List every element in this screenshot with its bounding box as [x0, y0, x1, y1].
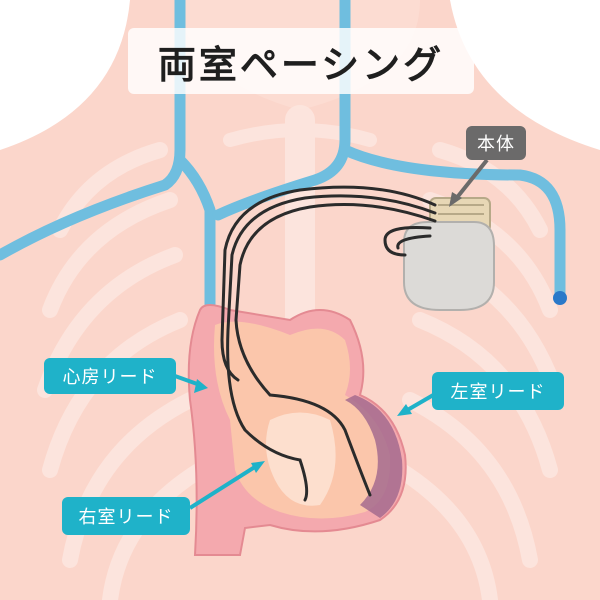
vein-end [553, 291, 567, 305]
left-ventricle-lead-label-text: 左室リード [450, 382, 546, 403]
left-ventricle-lead-label: 左室リード [432, 372, 564, 410]
right-ventricle-lead-label-text: 右室リード [78, 507, 174, 528]
pacing-leads [220, 185, 437, 502]
atrial-lead-label: 心房リード [44, 358, 176, 394]
veins [0, 0, 566, 326]
title-box: 両室ペーシング [128, 28, 474, 94]
pacemaker-device [403, 197, 495, 311]
label-pointers [174, 158, 489, 510]
right-ventricle-lead-label: 右室リード [62, 497, 190, 535]
device-label-text: 本体 [477, 134, 515, 155]
atrial-lead-label-text: 心房リード [62, 367, 158, 388]
device-label: 本体 [466, 126, 526, 160]
page-title: 両室ペーシング [157, 42, 445, 87]
